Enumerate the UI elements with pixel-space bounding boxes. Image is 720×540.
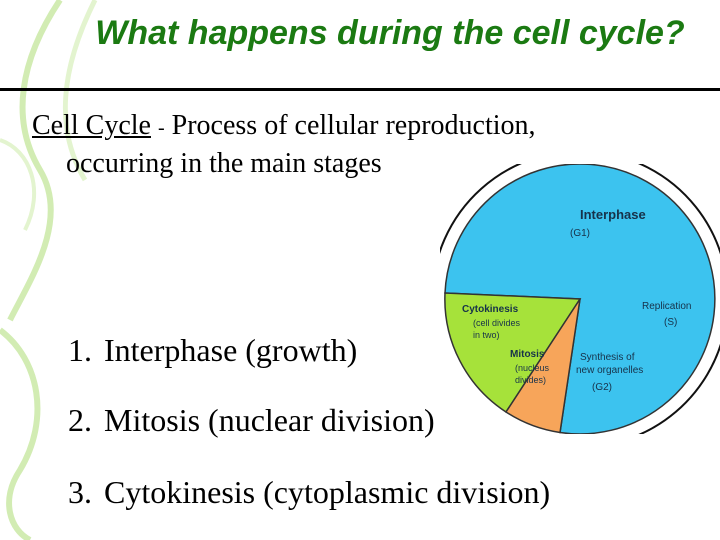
stage-item-cytokinesis: 3. Cytokinesis (cytoplasmic division)	[68, 474, 550, 511]
synthesis-label-line2: new organelles	[576, 365, 643, 376]
mitosis-segment	[504, 298, 581, 434]
mitosis-label: Mitosis	[510, 349, 545, 360]
cytokinesis-segment	[444, 292, 582, 414]
replication-label: Replication	[642, 301, 691, 312]
definition-text-line1: Process of cellular reproduction,	[171, 110, 536, 141]
cytokinesis-note-line1: (cell divides	[473, 318, 521, 328]
s-label: (S)	[664, 317, 677, 328]
mitosis-note-line1: (nucleus	[515, 363, 550, 373]
stage-text: Mitosis (nuclear division)	[104, 402, 435, 438]
stage-number: 2.	[68, 402, 92, 438]
definition-term: Cell Cycle	[32, 110, 151, 141]
cycle-arrow-ring	[440, 164, 720, 434]
synthesis-label-line1: Synthesis of	[580, 352, 635, 363]
stage-number: 3.	[68, 474, 92, 510]
definition-text-line2: occurring in the main stages	[66, 148, 382, 179]
stage-text: Cytokinesis (cytoplasmic division)	[104, 474, 551, 510]
definition-dash: -	[157, 117, 165, 139]
mitosis-note-line2: divides)	[515, 375, 546, 385]
interphase-segment	[444, 164, 716, 434]
title-divider	[0, 88, 720, 91]
stage-text: Interphase (growth)	[104, 332, 358, 368]
slide-title: What happens during the cell cycle?	[95, 14, 685, 52]
cytokinesis-note-line2: in two)	[473, 330, 500, 340]
stage-number: 1.	[68, 332, 92, 368]
cell-cycle-definition: Cell Cycle - Process of cellular reprodu…	[32, 110, 712, 180]
g1-label: (G1)	[570, 228, 590, 239]
stage-item-mitosis: 2. Mitosis (nuclear division)	[68, 402, 435, 439]
g2-label: (G2)	[592, 382, 612, 393]
cytokinesis-label: Cytokinesis	[462, 304, 519, 315]
cell-cycle-diagram: Interphase (G1) Replication (S) Synthesi…	[440, 164, 720, 434]
interphase-label: Interphase	[580, 207, 646, 222]
stage-item-interphase: 1. Interphase (growth)	[68, 332, 357, 369]
